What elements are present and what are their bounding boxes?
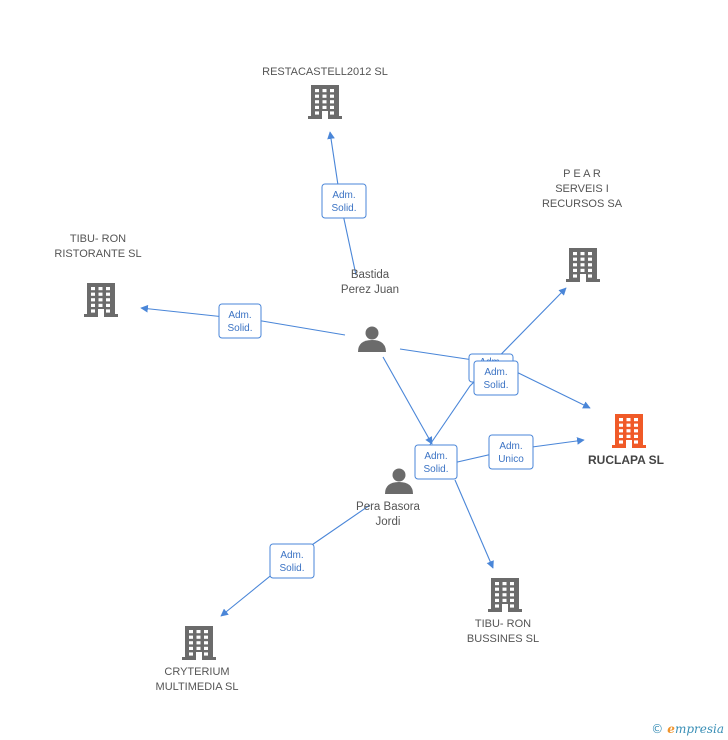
person-pera-label-line: Jordi xyxy=(376,516,401,528)
person-bastida-label-line: Bastida xyxy=(351,269,390,281)
role-badge-text: Unico xyxy=(498,454,524,465)
footer-brand[interactable]: ©empresia xyxy=(651,722,724,736)
company-node-ruclapa[interactable]: RUCLAPA SL xyxy=(588,414,664,467)
building-icon xyxy=(308,85,342,119)
role-badge[interactable]: Adm. Unico xyxy=(488,434,534,470)
company-pear-label-line: SERVEIS I xyxy=(555,183,609,195)
brand-name: mpresia xyxy=(674,722,724,736)
badges-layer: Adm. Solid. Adm. Solid. Adm. Solid. Adm. Solid.… xyxy=(218,183,534,579)
company-ruclapa-label-line: RUCLAPA SL xyxy=(588,453,664,467)
role-badge-text: Solid. xyxy=(279,563,304,574)
company-tiburon-bussines-label-line: TIBU- RON xyxy=(475,618,531,630)
company-tiburon-ristorante-label-line: RISTORANTE SL xyxy=(54,248,141,260)
person-pera-label-line: Pera Basora xyxy=(356,501,421,513)
building-icon xyxy=(566,248,600,282)
person-icon xyxy=(358,326,386,352)
company-node-tiburon-ristorante[interactable]: TIBU- RON RISTORANTE SL xyxy=(54,233,142,317)
nodes-layer: RESTACASTELL2012 SL P E A R SERVEIS I RECUR… xyxy=(54,66,664,693)
role-badge[interactable]: Adm. Solid. xyxy=(473,360,519,396)
role-badge-text: Solid. xyxy=(423,464,448,475)
company-restacastell-label-line: RESTACASTELL2012 SL xyxy=(262,66,388,78)
relationship-edge xyxy=(454,479,494,569)
role-badge-text: Solid. xyxy=(483,380,508,391)
company-pear-label-line: RECURSOS SA xyxy=(542,198,623,210)
relationship-edge xyxy=(382,356,433,445)
relationship-edge xyxy=(426,287,567,450)
copyright-symbol: © xyxy=(651,722,664,736)
role-badge[interactable]: Adm. Solid. xyxy=(218,303,262,339)
company-node-cryterium[interactable]: CRYTERIUM MULTIMEDIA SL xyxy=(156,626,239,693)
building-icon xyxy=(84,283,118,317)
company-tiburon-ristorante-label-line: TIBU- RON xyxy=(70,233,126,245)
company-tiburon-bussines-label-line: BUSSINES SL xyxy=(467,633,539,645)
role-badge-text: Adm. xyxy=(332,190,355,201)
role-badge[interactable]: Adm. Solid. xyxy=(269,543,315,579)
role-badge-text: Adm. xyxy=(228,310,251,321)
person-bastida-label-line: Perez Juan xyxy=(341,284,399,296)
role-badge-text: Adm. xyxy=(424,451,447,462)
relationship-edge xyxy=(140,304,346,336)
company-node-restacastell[interactable]: RESTACASTELL2012 SL xyxy=(262,66,388,119)
brand-initial: e xyxy=(667,722,675,736)
company-cryterium-label-line: CRYTERIUM xyxy=(164,666,229,678)
role-badge[interactable]: Adm. Solid. xyxy=(414,444,458,480)
company-cryterium-label-line: MULTIMEDIA SL xyxy=(156,681,239,693)
role-badge-text: Solid. xyxy=(331,203,356,214)
role-badge-text: Solid. xyxy=(227,323,252,334)
building-icon xyxy=(612,414,646,448)
company-node-pear[interactable]: P E A R SERVEIS I RECURSOS SA xyxy=(542,168,623,282)
building-icon xyxy=(488,578,522,612)
role-badge-text: Adm. xyxy=(484,367,507,378)
person-icon xyxy=(385,468,413,494)
role-badge[interactable]: Adm. Solid. xyxy=(321,183,367,219)
company-node-tiburon-bussines[interactable]: TIBU- RON BUSSINES SL xyxy=(467,578,539,645)
role-badge-text: Adm. xyxy=(499,441,522,452)
building-icon xyxy=(182,626,216,660)
company-pear-label-line: P E A R xyxy=(563,168,601,180)
role-badge-text: Adm. xyxy=(280,550,303,561)
